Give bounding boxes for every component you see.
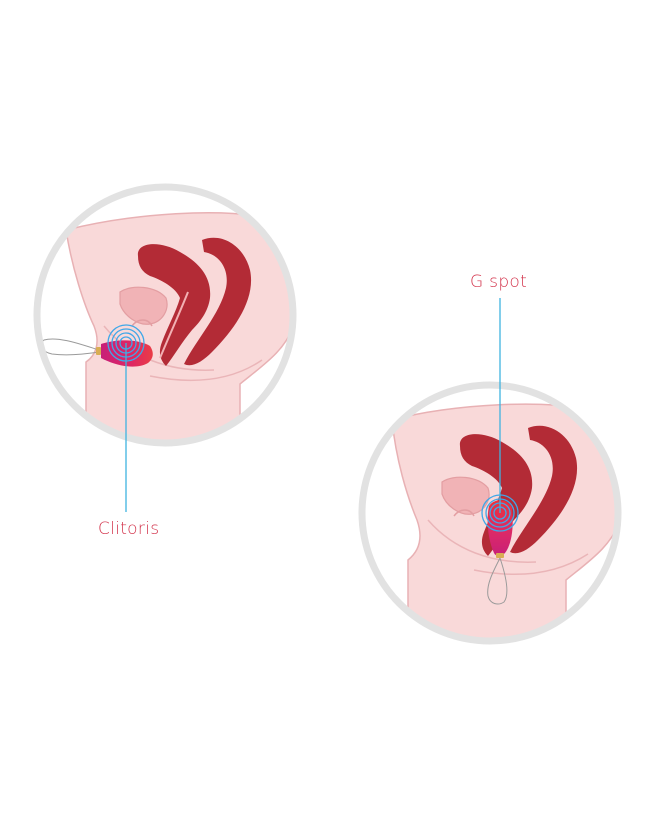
bladder-shape xyxy=(119,286,168,325)
device-string-loop xyxy=(487,557,508,605)
bladder-shape xyxy=(441,476,490,515)
uterus-shape xyxy=(459,434,533,556)
internal-usage-panel xyxy=(358,298,622,645)
panel-circle-border xyxy=(33,183,297,447)
pubic-bone xyxy=(453,509,475,517)
panel-circle-border xyxy=(358,381,622,645)
clitoris-label: Clitoris xyxy=(98,519,160,539)
uterus-shape xyxy=(137,244,211,366)
device-gold-tip xyxy=(496,553,504,558)
vaginal-canal-line xyxy=(159,291,189,359)
skin-fold-line xyxy=(427,519,537,563)
device-gold-tip xyxy=(96,347,101,355)
clitoral-usage-panel xyxy=(33,183,297,512)
g-spot-label: G spot xyxy=(470,272,528,292)
skin-fold-line xyxy=(473,553,589,576)
pubic-bone xyxy=(131,319,153,327)
vibration-rings-icon xyxy=(107,324,145,362)
rectum-shape xyxy=(184,237,252,366)
rectum-shape xyxy=(510,425,578,554)
skin-fold-line xyxy=(149,359,263,382)
